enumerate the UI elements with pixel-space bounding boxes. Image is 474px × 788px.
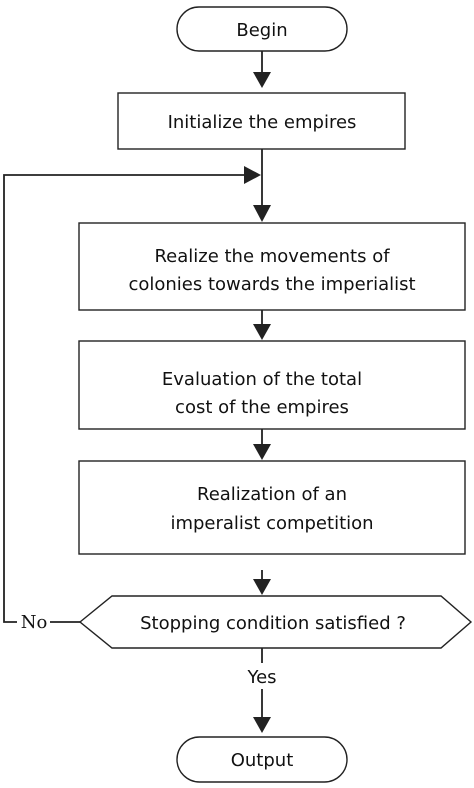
competition-box [78,460,466,555]
arrowhead-initialize-to-movements [253,205,271,222]
decision-label: Stopping condition satisfied ? [140,613,406,634]
initialize-box [117,92,406,150]
arrowhead-loop-junction [244,166,261,184]
movements-label-line1: Realize the movements of [154,246,390,267]
arrowhead-begin-to-initialize [253,72,271,88]
yes-label: Yes [246,667,276,688]
output-label: Output [231,750,294,771]
output-terminal [176,736,348,783]
no-label: No [21,612,48,633]
movements-label-line2: colonies towards the imperialist [128,274,415,295]
competition-label-line1: Realization of an [197,484,347,505]
no-loop-path [3,174,245,623]
arrowhead-yes-to-output [253,717,271,733]
decision-shape [78,595,473,649]
arrowhead-movements-to-evaluation [253,324,271,340]
competition-label-line2: imperalist competition [170,513,373,534]
evaluation-label-line1: Evaluation of the total [162,369,362,390]
initialize-label: Initialize the empires [168,112,357,133]
arrowhead-evaluation-to-competition [253,444,271,460]
arrowhead-competition-to-decision [253,579,271,595]
evaluation-label-line2: cost of the empires [175,397,349,418]
begin-label: Begin [236,20,287,41]
movements-box [78,222,466,311]
evaluation-box [78,340,466,430]
